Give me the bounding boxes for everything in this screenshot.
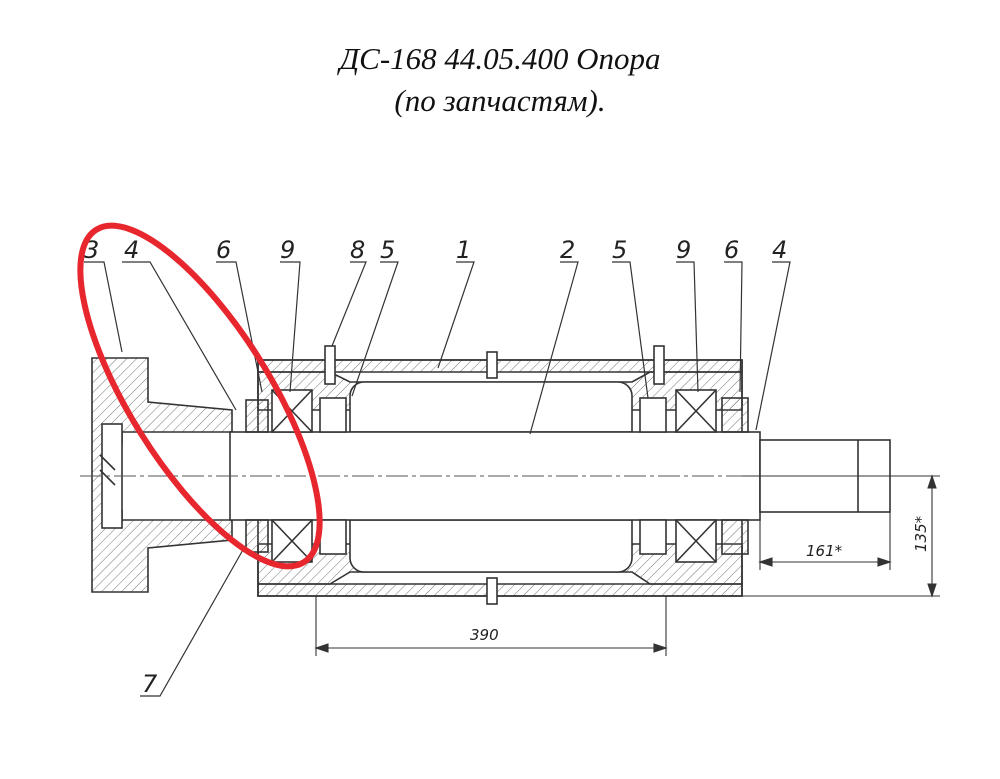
right-bearing	[675, 389, 717, 563]
part-label-9-right: 9	[676, 236, 691, 264]
seals	[245, 397, 749, 555]
part-label-9: 9	[280, 236, 295, 264]
highlight-ellipse	[77, 222, 323, 570]
part-label-6: 6	[216, 236, 231, 264]
part-label-2: 2	[560, 236, 575, 264]
part-label-4-right: 4	[772, 236, 787, 264]
bolts	[324, 345, 665, 605]
part-label-1: 1	[456, 236, 471, 264]
part-label-8: 8	[350, 236, 365, 264]
left-flange	[91, 357, 233, 593]
part-label-7: 7	[142, 670, 158, 698]
dimension-height: 135*	[912, 515, 930, 552]
part-label-4: 4	[124, 236, 139, 264]
leader-lines	[84, 261, 791, 697]
drawing-title: ДС-168 44.05.400 Опора	[339, 41, 661, 76]
dimension-length: 390	[470, 626, 499, 644]
part-label-6-right: 6	[724, 236, 739, 264]
dimension-shaft-length: 161*	[806, 542, 843, 560]
part-label-5-right: 5	[612, 236, 627, 264]
part-labels: 3 4 6 9 8 5 1 2 5 9 6 4 7	[84, 236, 787, 698]
part-label-5: 5	[380, 236, 395, 264]
dimension-lines	[314, 474, 940, 656]
drawing-subtitle: (по запчастям).	[394, 83, 606, 118]
